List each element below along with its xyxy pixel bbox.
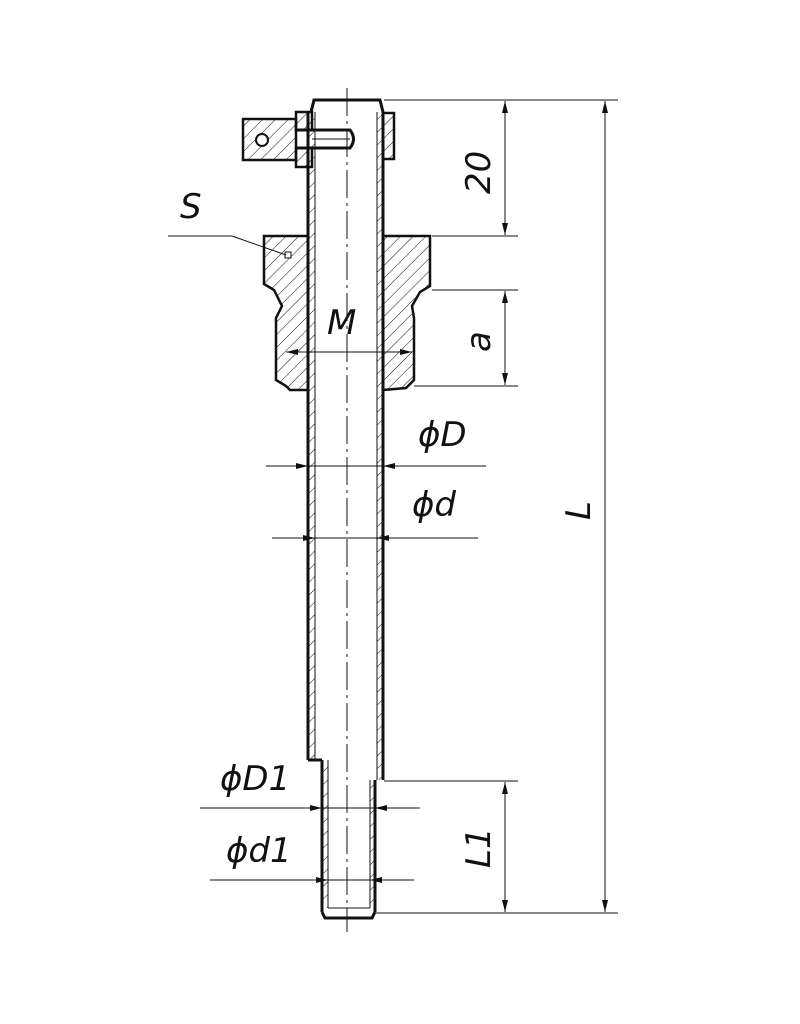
dimension-L: L [559,101,608,912]
extension-lines [376,99,618,914]
dimension-M: M [286,303,412,355]
dimension-phid: ϕd [272,485,478,541]
dimension-phiD1: ϕD1 [200,759,420,811]
label-M: M [327,303,356,343]
label-a: a [459,331,499,352]
dimension-phiD: ϕD [266,415,486,469]
label-phiD1: ϕD1 [220,759,290,799]
clamp-head [241,110,396,169]
dimension-phid1: ϕd1 [210,831,414,883]
label-phid: ϕd [412,485,456,525]
leader-S: S [168,187,287,256]
dimension-a: a [459,291,508,385]
label-phid1: ϕd1 [226,831,292,871]
dimension-20: 20 [459,101,508,235]
label-20: 20 [459,151,499,194]
dimension-L1: L1 [459,782,508,912]
main-tube [306,98,385,780]
label-L: L [559,501,599,520]
tube-tip [320,760,377,920]
label-phiD: ϕD [418,415,467,455]
label-S: S [180,187,202,227]
label-L1: L1 [459,827,499,868]
